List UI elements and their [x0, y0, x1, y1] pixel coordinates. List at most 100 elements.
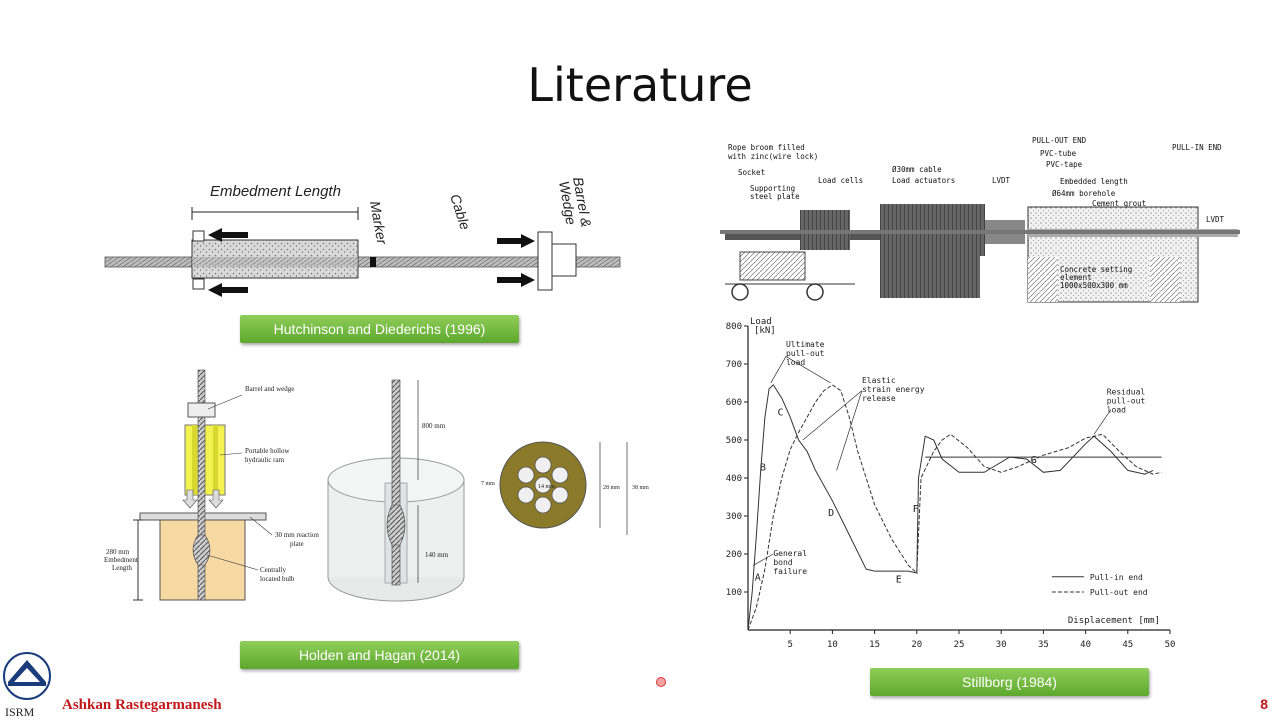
y-tick-label: 700 — [726, 360, 742, 370]
y-tick-label: 800 — [726, 322, 742, 332]
rig-label-rope-2: with zinc(wire lock) — [728, 152, 818, 161]
ultimate-annotation-line-1: Ultimate — [786, 340, 825, 349]
rig-label-load-cells: Load cells — [818, 176, 863, 185]
residual-pointer — [1093, 409, 1112, 435]
arrow-left-icon — [208, 228, 248, 242]
label-hollow-ram-2: hydraulic ram — [245, 456, 285, 464]
y-tick-label: 300 — [726, 512, 742, 522]
arrow-left-icon — [208, 283, 248, 297]
rig-label-pvc-tape: PVC-tape — [1046, 160, 1083, 169]
elastic-pointer — [836, 390, 863, 471]
x-axis-label: Displacement [mm] — [1068, 616, 1160, 626]
rig-label-rope-1: Rope broom filled — [728, 143, 805, 152]
label-38mm: 38 mm — [632, 485, 649, 491]
point-label-e: E — [896, 575, 902, 586]
ultimate-pointer — [770, 356, 787, 384]
label-reaction-plate-2: plate — [290, 540, 304, 548]
mouse-cursor-indicator — [656, 677, 666, 687]
label-bulb-1: Centrally — [260, 566, 287, 574]
marker-label: Marker — [367, 200, 391, 247]
holden-diagram: Barrel and wedge Portable hollow hydraul… — [104, 369, 649, 602]
arrow-right-icon — [497, 273, 535, 287]
author-name: Ashkan Rastegarmanesh — [62, 697, 222, 713]
y-axis-unit: [kN] — [754, 326, 776, 336]
label-bulb-2: located bulb — [260, 575, 295, 583]
label-7mm: 7 mm — [481, 481, 495, 487]
general-bond-annotation-line-1: General — [773, 549, 807, 558]
rig-label-pull-out-end: PULL-OUT END — [1032, 136, 1087, 145]
rig-label-cable: Ø30mm cable — [892, 165, 942, 174]
label-barrel-wedge: Barrel and wedge — [245, 385, 294, 393]
y-tick-label: 500 — [726, 436, 742, 446]
label-embedment-1: 280 mm — [106, 548, 130, 556]
y-tick-label: 400 — [726, 474, 742, 484]
x-tick-label: 5 — [787, 640, 792, 650]
rig-label-pvc-tube: PVC-tube — [1040, 149, 1077, 158]
slide-title: Literature — [527, 58, 753, 112]
point-label-g: G — [1031, 455, 1037, 466]
rig-label-concrete-1: Concrete setting — [1060, 265, 1132, 274]
marker — [370, 257, 376, 267]
x-tick-label: 50 — [1165, 640, 1176, 650]
rig-label-embedded-length: Embedded length — [1060, 177, 1128, 186]
rig-label-lvdt-1: LVDT — [992, 176, 1011, 185]
elastic-annotation-line-3: release — [862, 394, 896, 403]
rig-label-support-2: steel plate — [750, 192, 800, 201]
x-tick-label: 40 — [1080, 640, 1091, 650]
caption-stillborg: Stillborg (1984) — [870, 668, 1149, 696]
svg-text:ISRM: ISRM — [5, 705, 35, 719]
x-tick-label: 25 — [954, 640, 965, 650]
residual-annotation-line-3: load — [1107, 405, 1126, 414]
elastic-annotation-line-2: strain energy — [862, 385, 925, 394]
label-embedment-2: Embedment — [104, 556, 138, 564]
hutchinson-diagram: Embedment Length Marker Cable Barrel & W… — [104, 176, 621, 297]
label-hollow-ram-1: Portable hollow — [245, 447, 290, 455]
caption-hutchinson: Hutchinson and Diederichs (1996) — [240, 315, 519, 343]
residual-annotation-line-1: Residual — [1107, 387, 1146, 396]
ultimate-pointer — [785, 356, 831, 384]
ultimate-annotation-line-3: load — [786, 358, 805, 367]
y-tick-label: 200 — [726, 550, 742, 560]
label-28mm: 28 mm — [603, 485, 620, 491]
cable-line — [104, 256, 621, 268]
caption-holden: Holden and Hagan (2014) — [240, 641, 519, 669]
rig-label-actuators: Load actuators — [892, 176, 955, 185]
stillborg-test-rig: Rope broom filled with zinc(wire lock) S… — [720, 136, 1240, 303]
elastic-annotation-line-1: Elastic — [862, 376, 896, 385]
page-number: 8 — [1260, 696, 1268, 712]
series-pull-out-end — [747, 384, 1162, 631]
point-label-d: D — [828, 508, 834, 519]
residual-annotation-line-2: pull-out — [1107, 396, 1146, 405]
x-tick-label: 30 — [996, 640, 1007, 650]
general-bond-annotation-line-3: failure — [773, 567, 807, 576]
point-label-b: B — [760, 462, 766, 473]
rig-label-lvdt-2: LVDT — [1206, 215, 1225, 224]
x-tick-label: 20 — [911, 640, 922, 650]
label-140mm: 140 mm — [425, 551, 449, 559]
y-tick-label: 100 — [726, 588, 742, 598]
rig-label-support-1: Supporting — [750, 184, 795, 193]
x-tick-label: 10 — [827, 640, 838, 650]
point-label-a: A — [755, 573, 761, 584]
general-bond-annotation-line-2: bond — [773, 558, 792, 567]
rig-label-pull-in-end: PULL-IN END — [1172, 143, 1222, 152]
elastic-pointer — [802, 390, 863, 441]
x-tick-label: 45 — [1122, 640, 1133, 650]
rig-label-borehole: Ø64mm borehole — [1052, 189, 1116, 198]
point-label-f: F — [913, 504, 919, 515]
legend-label-pull-in: Pull-in end — [1090, 573, 1143, 582]
label-800mm: 800 mm — [422, 422, 446, 430]
isrm-logo: ISRM — [3, 652, 51, 719]
point-label-c: C — [778, 407, 784, 418]
rig-label-socket: Socket — [738, 168, 765, 177]
label-reaction-plate-1: 30 mm reaction — [275, 531, 319, 539]
y-axis-label: Load — [750, 317, 772, 327]
general-pointer — [752, 553, 774, 566]
barrel-wedge — [537, 231, 553, 291]
embedment-length-label: Embedment Length — [210, 183, 341, 200]
legend-label-pull-out: Pull-out end — [1090, 588, 1148, 597]
label-embedment-3: Length — [112, 564, 132, 572]
y-tick-label: 600 — [726, 398, 742, 408]
rig-label-cement-grout: Cement grout — [1092, 199, 1146, 208]
